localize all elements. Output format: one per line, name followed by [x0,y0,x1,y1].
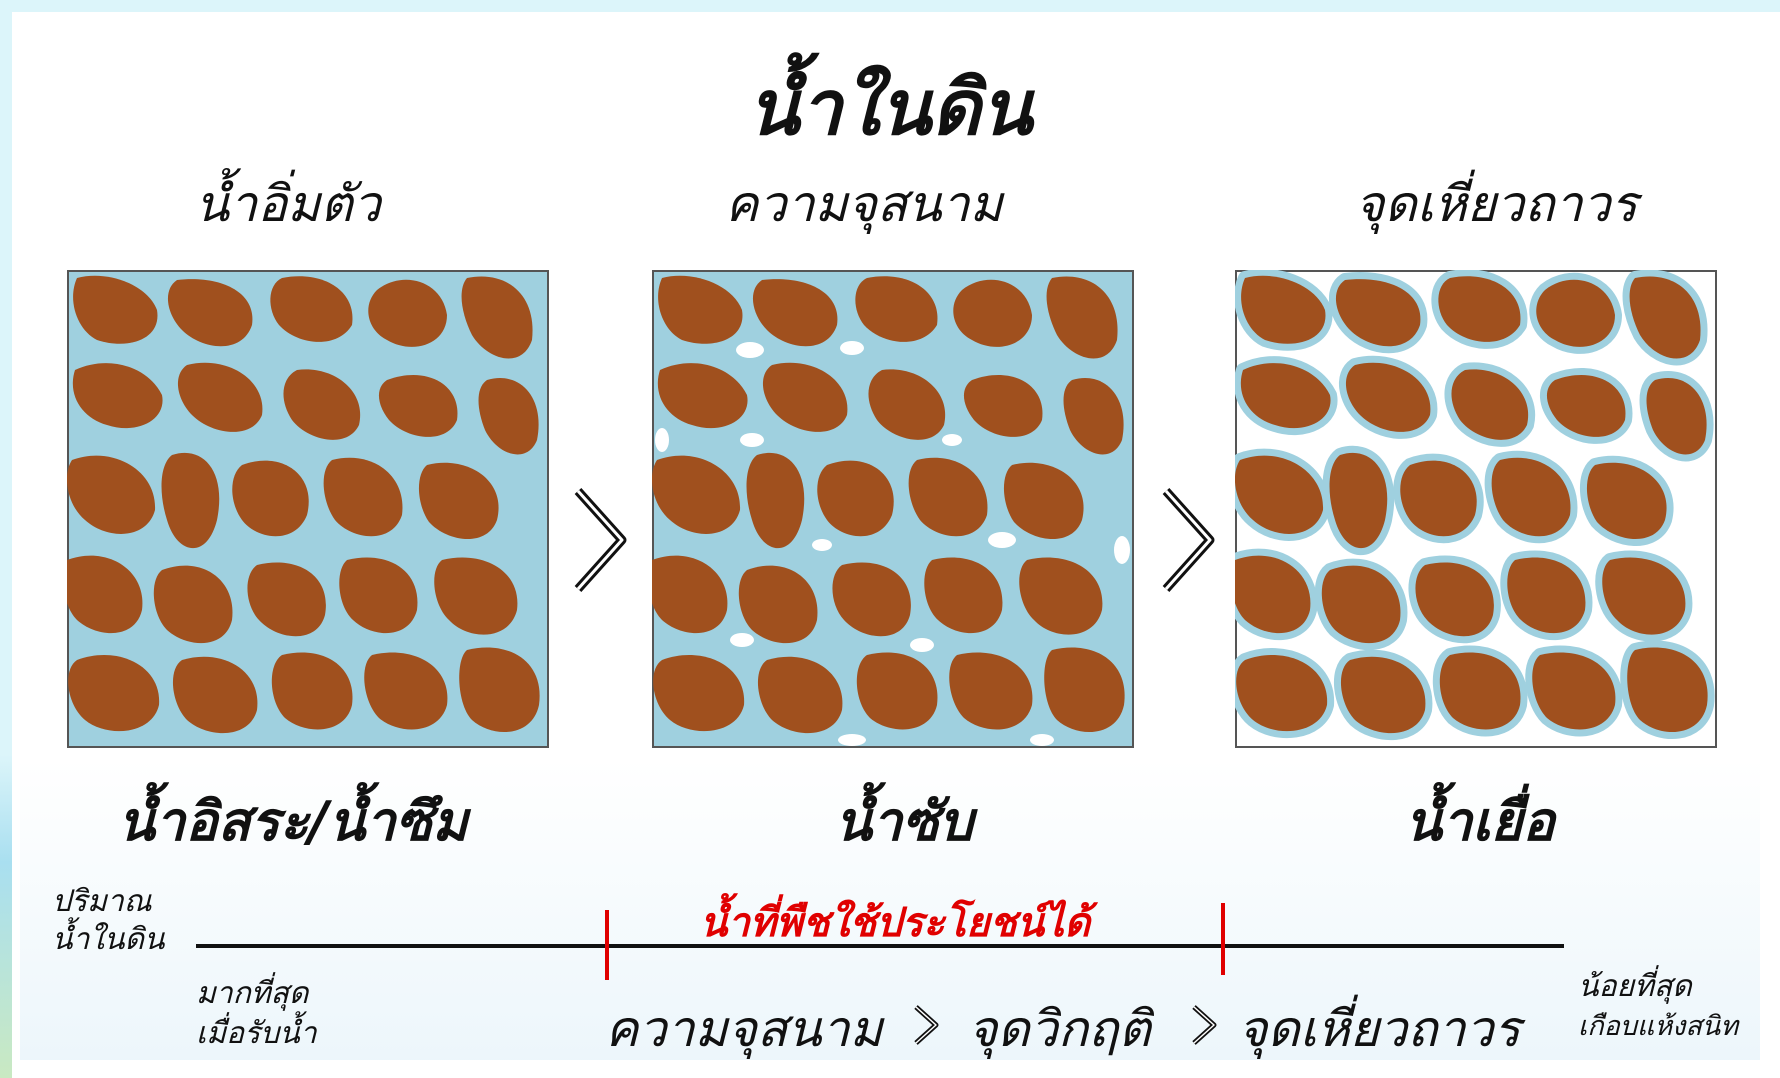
scale-left-label-line1: ปริมาณ [52,883,152,921]
chevron-right-icon [572,485,632,595]
soil-panel-wilting-point [1235,270,1717,748]
chevron-right-small-icon [1190,1003,1220,1047]
chevron-right-icon [1160,485,1220,595]
soil-panel-field-capacity [652,270,1134,748]
label-free-water: น้ำอิสระ/น้ำซึม [118,778,468,864]
diagram-title: น้ำในดิน [0,48,1780,168]
heading-saturated: น้ำอิ่มตัว [195,165,381,244]
most-water-label-line1: มากที่สุด [196,975,308,1013]
scale-left-label-line2: น้ำในดิน [52,921,165,959]
most-water-label-line2: เมื่อรับน้ำ [196,1015,317,1053]
soil-panel-saturated [67,270,549,748]
available-water-end-marker [1221,903,1225,975]
background-frame-top [0,0,1780,12]
stage-field-capacity: ความจุสนาม [605,990,883,1069]
stage-permanent-wilting-point: จุดเหี่ยวถาวร [1238,990,1520,1069]
label-hygroscopic-water: น้ำเยื่อ [1405,778,1555,864]
least-water-label-line1: น้อยที่สุด [1578,968,1692,1006]
chevron-right-small-icon [912,1003,942,1047]
available-water-start-marker [605,910,609,980]
label-capillary-water: น้ำซับ [835,778,973,864]
least-water-label-line2: เกือบแห้งสนิท [1578,1008,1738,1046]
heading-field-capacity: ความจุสนาม [725,165,1003,244]
available-water-label: น้ำที่พืชใช้ประโยชน์ได้ [700,890,1090,954]
heading-wilting-point: จุดเหี่ยวถาวร [1355,165,1637,244]
stage-critical-point: จุดวิกฤติ [968,990,1151,1069]
